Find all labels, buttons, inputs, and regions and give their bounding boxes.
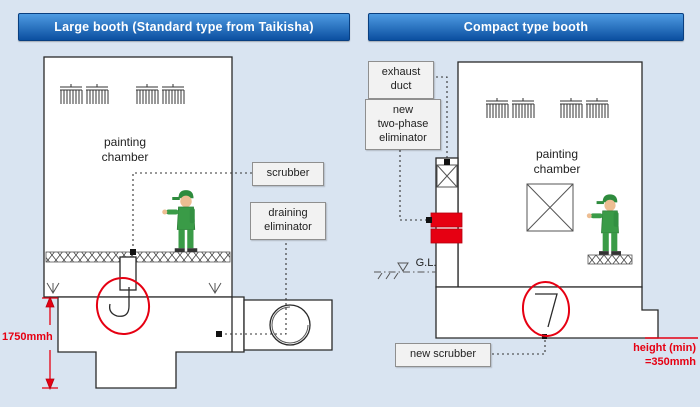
compact-pit-structure (435, 286, 659, 339)
drain-trap-highlight (95, 277, 151, 335)
new-scrubber-label: new scrubber (395, 343, 491, 367)
ground-level-label: G.L. (415, 257, 437, 269)
scrubber-label: scrubber (252, 162, 324, 186)
highlight-ellipse (95, 277, 151, 335)
pit-depth-dimension-text: 1750mmh (2, 331, 53, 343)
left-panel-title: Large booth (Standard type from Taikisha… (18, 13, 350, 41)
pit-structure (57, 296, 245, 389)
floor-grating (45, 251, 231, 263)
new-scrubber-highlight (521, 281, 571, 337)
exhaust-duct-connector (431, 76, 450, 165)
painting-chamber-label-right: painting chamber (533, 147, 581, 176)
two-phase-eliminator-label: new two-phase eliminator (365, 99, 441, 151)
highlight-ellipse (521, 281, 571, 337)
nabla-icon (397, 262, 409, 272)
exhaust-duct-label: exhaust duct (368, 61, 434, 99)
eliminator-connector (399, 150, 432, 223)
floor-grating (587, 254, 633, 265)
arrow-down-icon (45, 378, 55, 391)
min-height-dimension-text: height (min) =350mmh (633, 342, 696, 369)
arrow-up-icon (45, 295, 55, 308)
chamber-xbox-icon (526, 183, 574, 232)
scrubber-connector (130, 172, 252, 255)
ground-level-marker (374, 262, 436, 280)
corner-drain-icon (46, 282, 222, 294)
drain-trap-icon (109, 287, 130, 317)
right-panel-title: Compact type booth (368, 13, 684, 41)
pit-depth-dimension (42, 295, 58, 391)
painting-chamber-label-left: painting chamber (101, 135, 149, 164)
large-booth-diagram (42, 56, 333, 391)
scrubber-unit (119, 256, 137, 291)
draining-eliminator-label: draining eliminator (250, 202, 326, 240)
compact-booth-diagram (374, 61, 698, 355)
exhaust-duct-housing (243, 299, 333, 351)
exhaust-connection-xbox-icon (436, 164, 458, 188)
draining-eliminator-connector (216, 238, 287, 337)
scrubber-profile-icon (535, 293, 558, 328)
exhaust-fan-icon (269, 304, 311, 346)
